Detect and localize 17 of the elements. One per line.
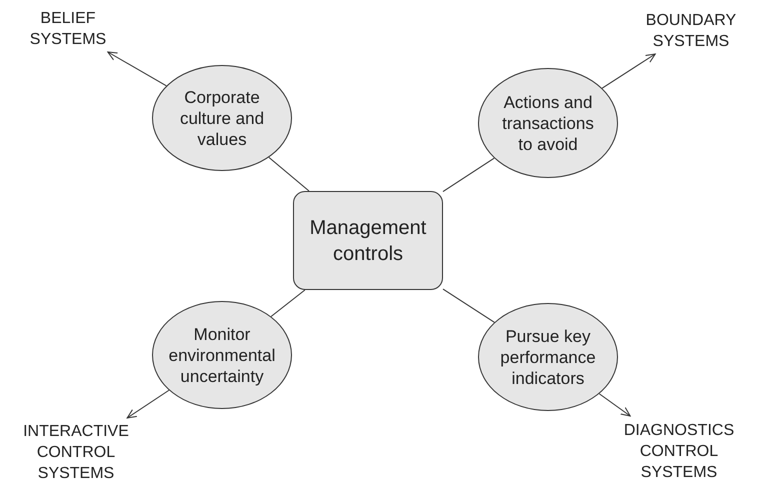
connector-line <box>268 156 310 192</box>
arrow <box>598 393 631 416</box>
connector-line <box>442 288 495 323</box>
ellipse-node: Pursue key performance indicators <box>478 303 618 411</box>
ellipse-node: Actions and transactions to avoid <box>478 68 618 178</box>
system-label: INTERACTIVE CONTROL SYSTEMS <box>2 418 150 486</box>
ellipse-node: Corporate culture and values <box>152 65 292 171</box>
arrow <box>107 52 167 86</box>
arrow <box>602 54 656 89</box>
process-box: Management controls <box>293 191 443 290</box>
arrow <box>126 390 170 418</box>
ellipse-node: Monitor environmental uncertainty <box>152 301 292 409</box>
system-label: DIAGNOSTICS CONTROL SYSTEMS <box>608 416 750 486</box>
system-label: BOUNDARY SYSTEMS <box>636 8 746 54</box>
connector-line <box>270 290 306 317</box>
connector-line <box>442 158 495 192</box>
system-label: BELIEF SYSTEMS <box>18 6 118 52</box>
